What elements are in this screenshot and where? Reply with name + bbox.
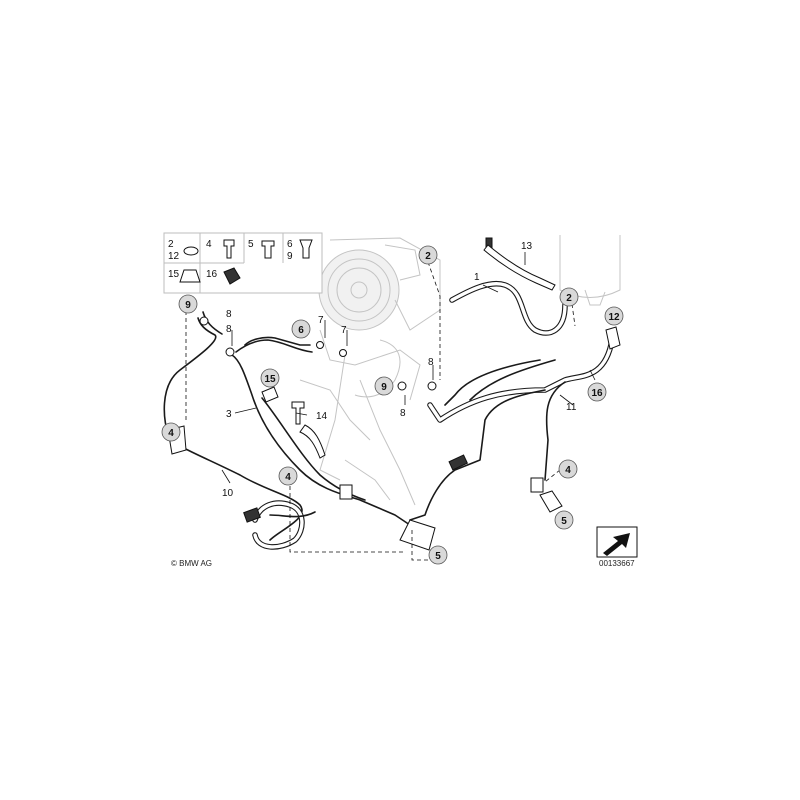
legend-label-12: 12 [168, 251, 180, 262]
callout-6[interactable]: 6 [291, 319, 311, 339]
seal-ring [199, 316, 209, 326]
callout-5-mid[interactable]: 5 [428, 545, 448, 565]
svg-text:5: 5 [435, 551, 441, 562]
leader-lines [185, 252, 596, 561]
svg-text:12: 12 [608, 312, 620, 323]
reference-number: 00133667 [599, 559, 635, 568]
engine-background [299, 235, 621, 506]
callout-4-mid[interactable]: 4 [278, 466, 298, 486]
hose-end [605, 326, 621, 350]
label-14: 14 [316, 411, 328, 422]
direction-arrow-box [596, 526, 638, 558]
part-labels: 1 13 3 14 10 11 7 7 8 8 8 8 [222, 241, 577, 499]
legend-label-4: 4 [206, 239, 212, 250]
arrow-icon [603, 533, 630, 556]
svg-text:4: 4 [168, 428, 174, 439]
legend-label-9: 9 [287, 251, 293, 262]
svg-text:9: 9 [381, 382, 387, 393]
hose-clamp [530, 477, 544, 493]
label-7a: 7 [318, 315, 324, 326]
legend-label-2: 2 [168, 239, 174, 250]
seal-ring [427, 381, 437, 391]
svg-text:4: 4 [565, 465, 571, 476]
hose-bracket [299, 424, 326, 459]
label-8a: 8 [226, 309, 232, 320]
svg-text:15: 15 [264, 374, 276, 385]
bolt-icon [223, 239, 235, 259]
callouts: 2 2 12 16 9 9 6 15 4 4 4 5 5 [161, 245, 624, 565]
parts-legend: 2 12 4 5 6 9 15 16 [163, 232, 323, 294]
seal-ring [339, 349, 347, 357]
hose-clamp-icon [183, 246, 199, 256]
mount-bracket [261, 386, 279, 403]
mount-bracket [539, 490, 563, 513]
legend-label-6: 6 [287, 239, 293, 250]
label-8b: 8 [226, 324, 232, 335]
callout-2-right[interactable]: 2 [559, 287, 579, 307]
legend-label-5: 5 [248, 239, 254, 250]
callout-9-mid[interactable]: 9 [374, 376, 394, 396]
callout-9-left[interactable]: 9 [178, 294, 198, 314]
svg-text:4: 4 [285, 472, 291, 483]
banjo-bolt-icon [299, 239, 313, 259]
label-11: 11 [566, 402, 577, 413]
label-10: 10 [222, 488, 234, 499]
callout-2-top[interactable]: 2 [418, 245, 438, 265]
mount-bracket [399, 519, 436, 551]
hose-fitting [243, 507, 261, 523]
callout-16[interactable]: 16 [587, 382, 607, 402]
callout-4-right[interactable]: 4 [558, 459, 578, 479]
label-8c: 8 [428, 357, 434, 368]
label-13: 13 [521, 241, 533, 252]
svg-text:16: 16 [591, 388, 603, 399]
seal-ring [225, 347, 235, 357]
hose-lines [163, 280, 615, 550]
svg-text:2: 2 [425, 251, 431, 262]
legend-label-16: 16 [206, 269, 218, 280]
label-3: 3 [226, 409, 232, 420]
pipe-fitting [448, 454, 469, 471]
label-8d: 8 [400, 408, 406, 419]
legend-label-15: 15 [168, 269, 180, 280]
callout-12[interactable]: 12 [604, 306, 624, 326]
grommet-icon [179, 269, 201, 283]
svg-text:5: 5 [561, 516, 567, 527]
screw-icon [261, 240, 275, 259]
seal-ring [397, 381, 407, 391]
cable-tie [483, 244, 556, 291]
callout-5-right[interactable]: 5 [554, 510, 574, 530]
callout-15[interactable]: 15 [260, 368, 280, 388]
label-1: 1 [474, 272, 480, 283]
svg-text:9: 9 [185, 300, 191, 311]
pipe-fitting [339, 484, 353, 500]
svg-text:6: 6 [298, 325, 304, 336]
callout-4-left[interactable]: 4 [161, 422, 181, 442]
bracket-clip-icon [223, 267, 241, 285]
label-7b: 7 [341, 325, 347, 336]
copyright-text: © BMW AG [171, 559, 212, 568]
svg-text:2: 2 [566, 293, 572, 304]
seal-ring [316, 341, 324, 349]
